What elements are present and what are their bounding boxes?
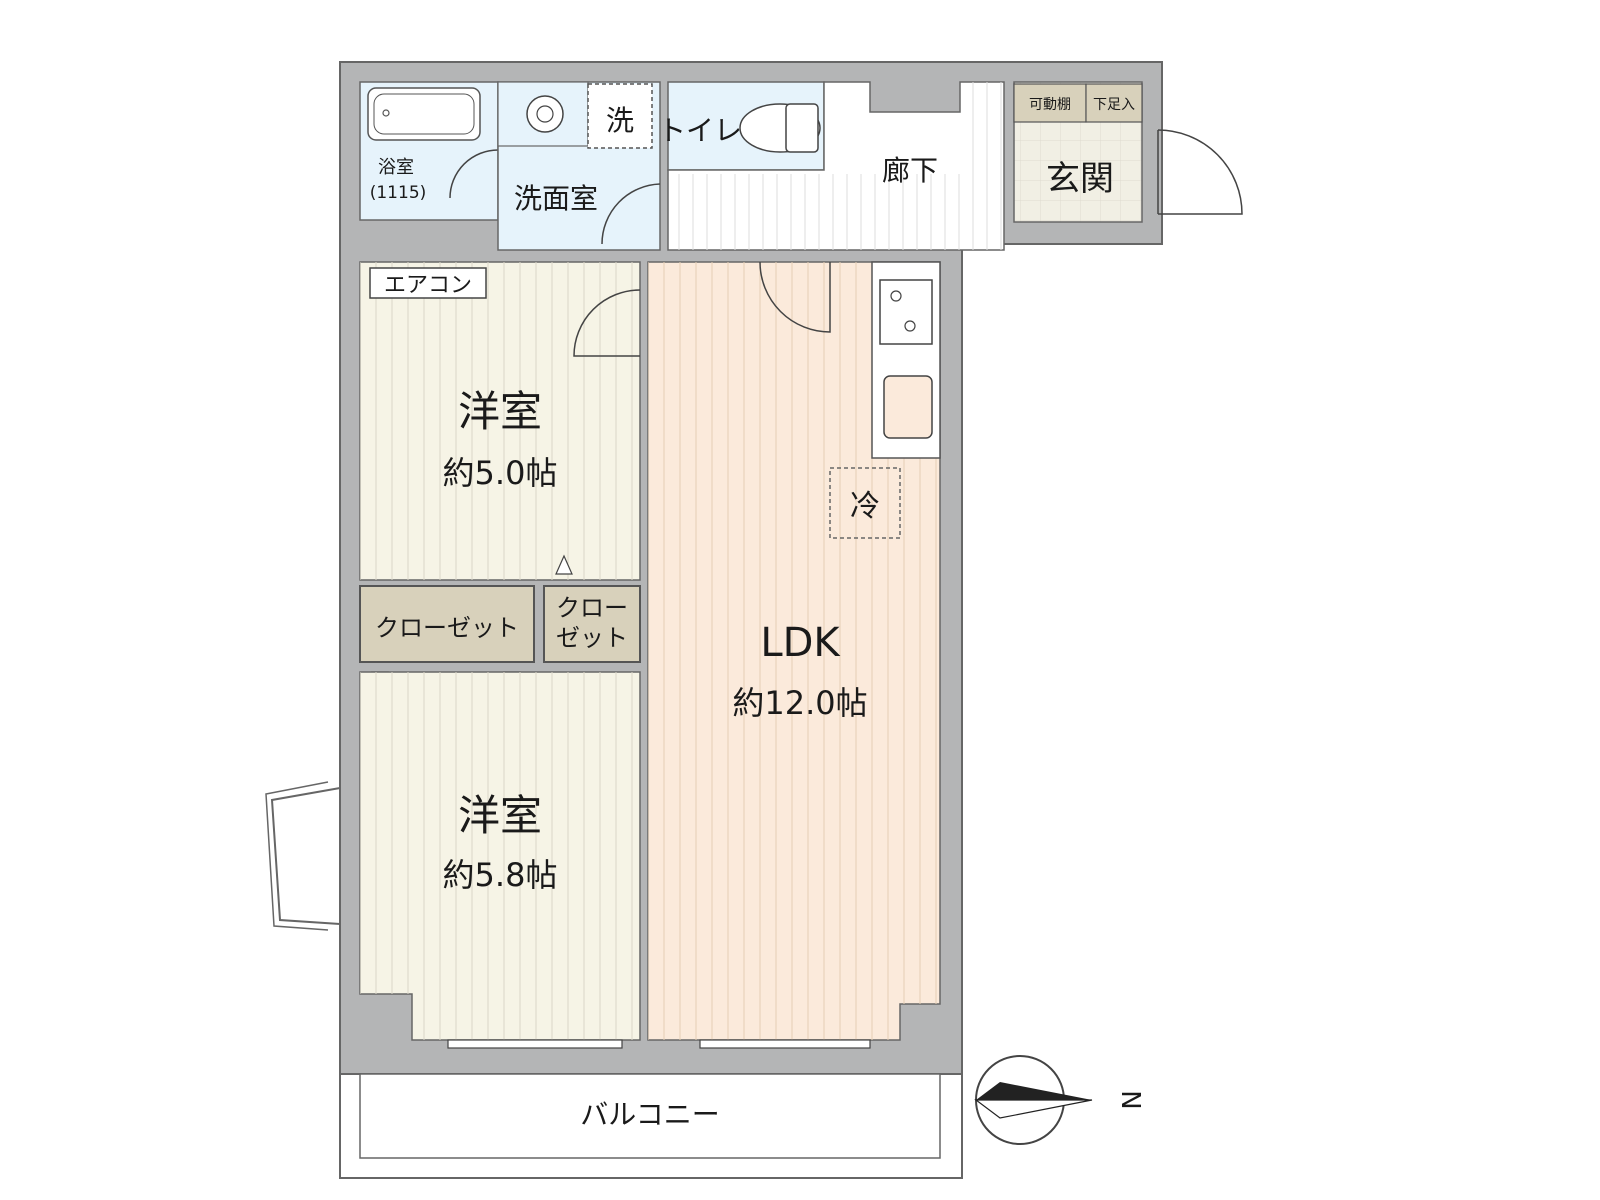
stove-icon (879, 279, 933, 345)
western-room-1: エアコン 洋室 約5.0帖 (359, 261, 641, 581)
ldk-name: LDK (760, 620, 841, 666)
bath-room: 浴室 (1115) (359, 81, 499, 221)
aircon-box (369, 267, 487, 299)
shoe-box-label: 下足入 (1093, 97, 1135, 113)
toilet-room: トイレ (658, 81, 825, 171)
room1-door-swing (573, 289, 641, 357)
balcony-name: バルコニー (580, 1098, 719, 1131)
western2-name: 洋室 (458, 791, 542, 840)
closet1-label: クローゼット (375, 614, 519, 642)
ldk-area: 約12.0帖 (732, 684, 867, 722)
washroom-name: 洗面室 (514, 182, 598, 215)
kitchen-sink-icon (883, 375, 933, 439)
ldk: 冷 LDK 約12.0帖 (647, 261, 941, 1041)
closet-2 (543, 585, 641, 663)
toilet-name: トイレ (658, 114, 742, 147)
washer-space (587, 83, 653, 149)
bathtub-icon (367, 87, 481, 141)
compass-north-label: N (1115, 1090, 1145, 1109)
bath-size: (1115) (370, 183, 427, 203)
shoe-box (1085, 83, 1143, 123)
entrance: 可動棚 下足入 玄関 (1013, 81, 1243, 223)
washer-label: 洗 (606, 104, 634, 137)
front-door-swing (1157, 129, 1243, 215)
fridge-space (829, 467, 901, 539)
western1-area: 約5.0帖 (443, 454, 558, 492)
hallway-name: 廊下 (882, 154, 938, 187)
shelf-label: 可動棚 (1029, 97, 1071, 113)
bath-name: 浴室 (378, 157, 414, 178)
closets: クローゼット クロー ゼット (359, 554, 641, 692)
balcony-windows (447, 1039, 871, 1049)
closet-1 (359, 585, 535, 663)
fridge-label: 冷 (850, 489, 880, 524)
compass: N (974, 1055, 1145, 1145)
balcony: バルコニー (339, 1073, 963, 1179)
hallway: 廊下 (667, 81, 1005, 251)
western-room-2: 洋室 約5.8帖 (265, 671, 641, 1041)
ldk-door-swing (759, 261, 831, 333)
entrance-name: 玄関 (1046, 159, 1114, 199)
bath-door-swing (449, 149, 499, 199)
western1-name: 洋室 (458, 387, 542, 436)
washroom-door-swing (601, 183, 661, 245)
sink-icon (526, 95, 564, 133)
bay-window (270, 787, 341, 925)
washroom: 洗 洗面室 (497, 81, 661, 251)
aircon-label: エアコン (384, 273, 472, 298)
western2-area: 約5.8帖 (443, 856, 558, 894)
closet2-line2: ゼット (556, 624, 628, 652)
closet2-line1: クロー (556, 594, 628, 622)
